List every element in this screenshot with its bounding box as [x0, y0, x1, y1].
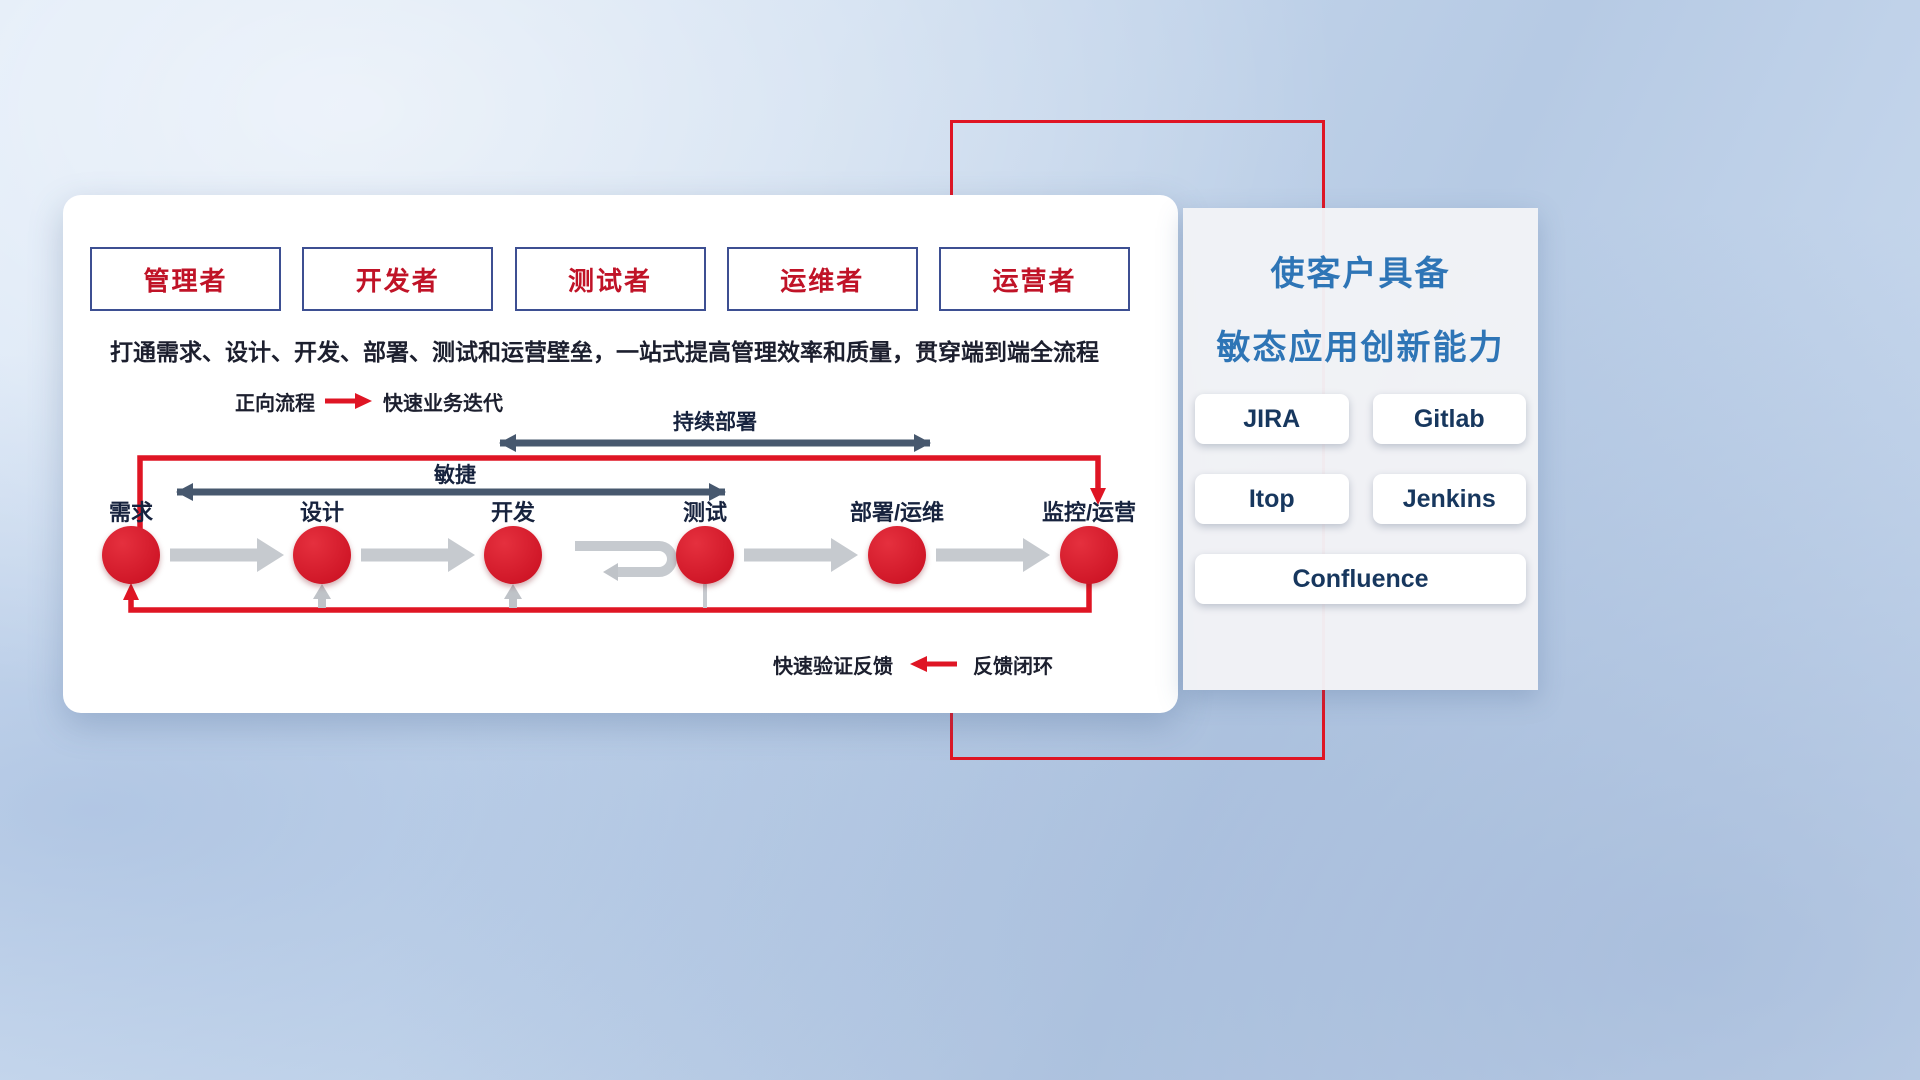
stage-node-monitor-ops	[1060, 526, 1118, 584]
devops-flow-card: 管理者 开发者 测试者 运维者 运营者 打通需求、设计、开发、部署、测试和运营壁…	[63, 195, 1178, 713]
role-box-developer: 开发者	[302, 247, 494, 311]
role-label: 测试者	[567, 265, 652, 296]
role-label: 运营者	[992, 265, 1077, 296]
tools-grid: JIRA Gitlab Itop Jenkins Confluence	[1195, 394, 1526, 604]
forward-flow-label: 正向流程	[235, 392, 315, 415]
iterate-loop-icon	[575, 541, 677, 581]
flow-diagram: 持续部署 敏捷 需求 设计 开发 测试 部署/运维 监控/运营	[63, 195, 1178, 713]
flow-arrows-layer	[123, 434, 1106, 613]
feedback-loop-label: 反馈闭环	[973, 655, 1053, 678]
roles-row: 管理者 开发者 测试者 运维者 运营者	[90, 247, 1130, 313]
tool-jira: JIRA	[1195, 394, 1349, 444]
panel-title-line2: 敏态应用创新能力	[1216, 329, 1505, 367]
tool-itop: Itop	[1195, 474, 1349, 524]
agile-label: 敏捷	[434, 464, 476, 487]
card-subtitle: 打通需求、设计、开发、部署、测试和运营壁垒，一站式提高管理效率和质量，贯穿端到端…	[110, 339, 1099, 365]
role-label: 开发者	[355, 265, 440, 296]
stage-node-design	[293, 526, 351, 584]
continuous-deploy-label: 持续部署	[673, 411, 757, 434]
role-box-tester: 测试者	[514, 247, 706, 311]
tool-gitlab: Gitlab	[1372, 394, 1526, 444]
stage-label-development: 开发	[490, 500, 536, 525]
right-panel: 使客户具备 敏态应用创新能力 JIRA Gitlab Itop Jenkins …	[1183, 208, 1538, 690]
stage-node-development	[484, 526, 542, 584]
role-box-ops: 运维者	[726, 247, 918, 311]
legend-feedback: 快速验证反馈 反馈闭环	[773, 650, 1053, 678]
tool-jenkins: Jenkins	[1372, 474, 1526, 524]
stage-node-deploy-ops	[868, 526, 926, 584]
stage-label-testing: 测试	[682, 500, 728, 525]
feedback-desc: 快速验证反馈	[773, 655, 893, 678]
legend-forward: 正向流程 快速业务迭代	[235, 388, 503, 415]
red-loop-top-line	[137, 455, 1106, 529]
forward-arrow-icon	[325, 393, 372, 409]
panel-title-line1: 使客户具备	[1270, 255, 1451, 293]
role-label: 管理者	[143, 265, 228, 296]
role-box-operator: 运营者	[939, 247, 1130, 311]
stage-node-requirements	[102, 526, 160, 584]
feedback-arrow-icon	[910, 656, 957, 672]
stage-label-monitor-ops: 监控/运营	[1041, 500, 1137, 525]
stage-label-requirements: 需求	[108, 500, 154, 525]
role-label: 运维者	[780, 265, 865, 296]
red-loop-bottom-line	[123, 583, 1092, 613]
stage-node-testing	[676, 526, 734, 584]
stage-label-design: 设计	[299, 500, 345, 525]
forward-flow-desc: 快速业务迭代	[383, 392, 503, 415]
role-box-manager: 管理者	[90, 247, 281, 311]
stage-label-deploy-ops: 部署/运维	[849, 500, 945, 525]
tool-confluence: Confluence	[1195, 554, 1526, 604]
